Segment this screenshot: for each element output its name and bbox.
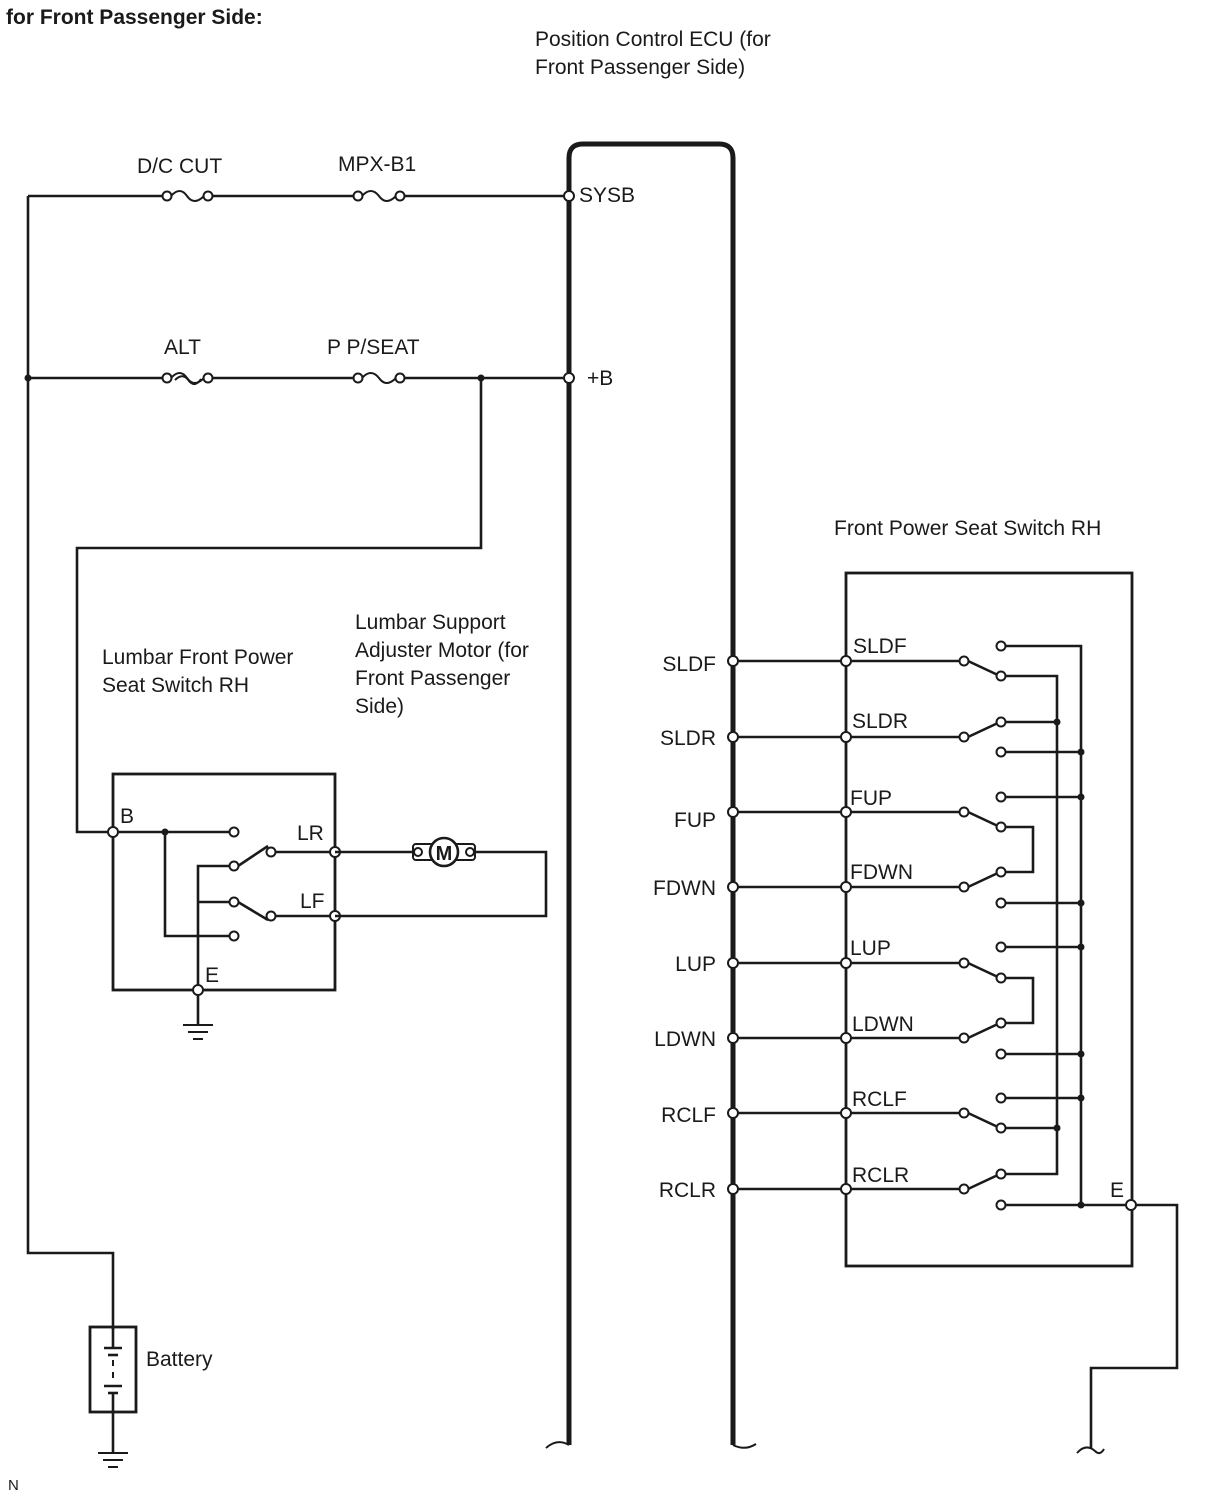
lumbar-switch-internals bbox=[113, 826, 335, 990]
ecu-pin-fdwn-label: FDWN bbox=[653, 877, 716, 900]
ground-break-mark bbox=[1076, 1446, 1105, 1455]
lumbar-switch-label-line1: Lumbar Front Power bbox=[102, 646, 293, 669]
ecu-pin-sldr-label: SLDR bbox=[660, 727, 716, 750]
fuse-mpx-b1 bbox=[352, 188, 406, 204]
corner-mark: N bbox=[8, 1477, 19, 1494]
ecu-terminal-sysb bbox=[563, 190, 575, 202]
ecu-terminal-plus-b bbox=[563, 372, 575, 384]
lumbar-switch-box bbox=[111, 772, 337, 992]
motor-label-line2: Adjuster Motor (for bbox=[355, 639, 529, 662]
switch-terminal-e bbox=[1125, 1199, 1137, 1211]
ecu-pin-rclf-label: RCLF bbox=[661, 1104, 716, 1127]
ecu-signal-terminals bbox=[727, 655, 739, 1195]
lumbar-pin-e-label: E bbox=[205, 964, 219, 987]
lumbar-pin-lr-label: LR bbox=[297, 822, 324, 845]
lumbar-terminal-e bbox=[192, 984, 204, 996]
fuse-dc-cut-label: D/C CUT bbox=[137, 155, 222, 178]
fuse-pp-seat-label: P P/SEAT bbox=[327, 336, 420, 359]
battery-label: Battery bbox=[146, 1348, 213, 1371]
fuse-alt bbox=[161, 370, 214, 386]
position-control-ecu bbox=[566, 141, 736, 1445]
ecu-pin-sldf-label: SLDF bbox=[662, 653, 716, 676]
lumbar-pin-b-label: B bbox=[120, 805, 134, 828]
lumbar-terminal-b bbox=[107, 826, 119, 838]
motor-wire bbox=[335, 850, 548, 918]
switch-pin-fdwn-label: FDWN bbox=[850, 861, 913, 884]
ecu-label-line2: Front Passenger Side) bbox=[535, 56, 745, 79]
lumbar-feed-wire bbox=[75, 378, 483, 834]
switch-pin-rclr-label: RCLR bbox=[852, 1164, 909, 1187]
ecu-label-line1: Position Control ECU (for bbox=[535, 28, 771, 51]
ecu-pin-lup-label: LUP bbox=[675, 953, 716, 976]
fuse-pp-seat bbox=[352, 370, 406, 386]
signal-wires bbox=[733, 659, 846, 1191]
battery-feed-wire bbox=[26, 196, 115, 1330]
switch-input-terminals bbox=[840, 655, 852, 1195]
switch-pin-fup-label: FUP bbox=[850, 787, 892, 810]
ecu-pin-sysb-label: SYSB bbox=[579, 184, 635, 207]
motor-label-line4: Side) bbox=[355, 695, 404, 718]
ecu-pin-plus-b-label: +B bbox=[587, 367, 613, 390]
motor-m-icon: M bbox=[436, 843, 453, 865]
switch-pin-ldwn-label: LDWN bbox=[852, 1013, 914, 1036]
fuse-mpx-b1-label: MPX-B1 bbox=[338, 153, 416, 176]
switch-pin-e-label: E bbox=[1110, 1179, 1124, 1202]
switch-pin-sldr-label: SLDR bbox=[852, 710, 908, 733]
switch-pin-sldf-label: SLDF bbox=[853, 635, 907, 658]
motor-label-line3: Front Passenger bbox=[355, 667, 510, 690]
lumbar-switch-label-line2: Seat Switch RH bbox=[102, 674, 249, 697]
lumbar-motor bbox=[412, 836, 476, 868]
lumbar-ground-icon bbox=[183, 995, 213, 1040]
lumbar-pin-lf-label: LF bbox=[300, 890, 325, 913]
switch-ground-wire bbox=[1089, 1203, 1179, 1448]
page-title: for Front Passenger Side: bbox=[6, 6, 263, 29]
junction-dot bbox=[24, 374, 32, 382]
fuse-dc-cut bbox=[161, 188, 214, 204]
power-seat-switch-internals bbox=[846, 640, 1131, 1211]
power-seat-switch-box bbox=[844, 571, 1134, 1268]
ecu-pin-rclr-label: RCLR bbox=[659, 1179, 716, 1202]
ecu-pin-fup-label: FUP bbox=[674, 809, 716, 832]
battery-icon bbox=[88, 1325, 138, 1468]
fuse-alt-label: ALT bbox=[164, 336, 201, 359]
ecu-pin-ldwn-label: LDWN bbox=[654, 1028, 716, 1051]
ecu-break-mark bbox=[545, 1441, 757, 1449]
motor-label-line1: Lumbar Support bbox=[355, 611, 506, 634]
switch-pin-lup-label: LUP bbox=[850, 937, 891, 960]
switch-pin-rclf-label: RCLF bbox=[852, 1088, 907, 1111]
power-seat-switch-label: Front Power Seat Switch RH bbox=[834, 517, 1101, 540]
